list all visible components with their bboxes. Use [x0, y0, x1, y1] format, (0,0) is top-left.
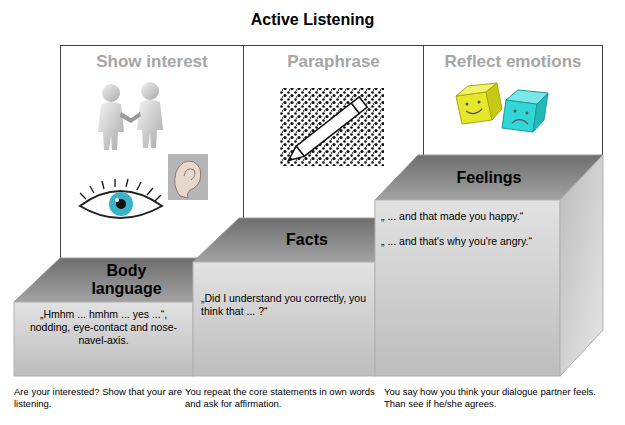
diagram-title: Active Listening	[0, 11, 625, 29]
panel-heading: Reflect emotions	[426, 52, 600, 72]
step-text: „ ... and that's why you're angry.“	[381, 235, 557, 248]
step-shape	[375, 155, 603, 376]
step-caption: You repeat the core statements in own wo…	[185, 386, 380, 409]
eye-picture	[80, 179, 162, 218]
handshake-figures	[98, 82, 163, 150]
picture-panel: Show interest	[60, 45, 244, 259]
pencil-picture	[280, 88, 384, 166]
step-caption: You say how you think your dialogue part…	[384, 386, 618, 409]
stair-step: Feelings „ ... and that made you happy.“ „…	[375, 155, 603, 376]
step-caption: Are your interested? Show that your are …	[14, 386, 182, 409]
ear-picture	[168, 154, 208, 200]
step-text: „ ... and that made you happy.“	[381, 210, 557, 223]
emotion-cubes	[456, 83, 548, 132]
step-text: „Did I understand you correctly, you thi…	[201, 292, 369, 318]
panel-heading: Paraphrase	[246, 52, 421, 72]
step-text: „Hmhm ... hmhm ... yes ...“, nodding, ey…	[26, 308, 181, 347]
picture-panel: Reflect emotions	[423, 45, 603, 156]
step-heading: Facts	[232, 231, 382, 249]
panel-heading: Show interest	[63, 52, 241, 72]
step-heading: Body language	[74, 262, 179, 298]
step-heading: Feelings	[397, 169, 582, 187]
